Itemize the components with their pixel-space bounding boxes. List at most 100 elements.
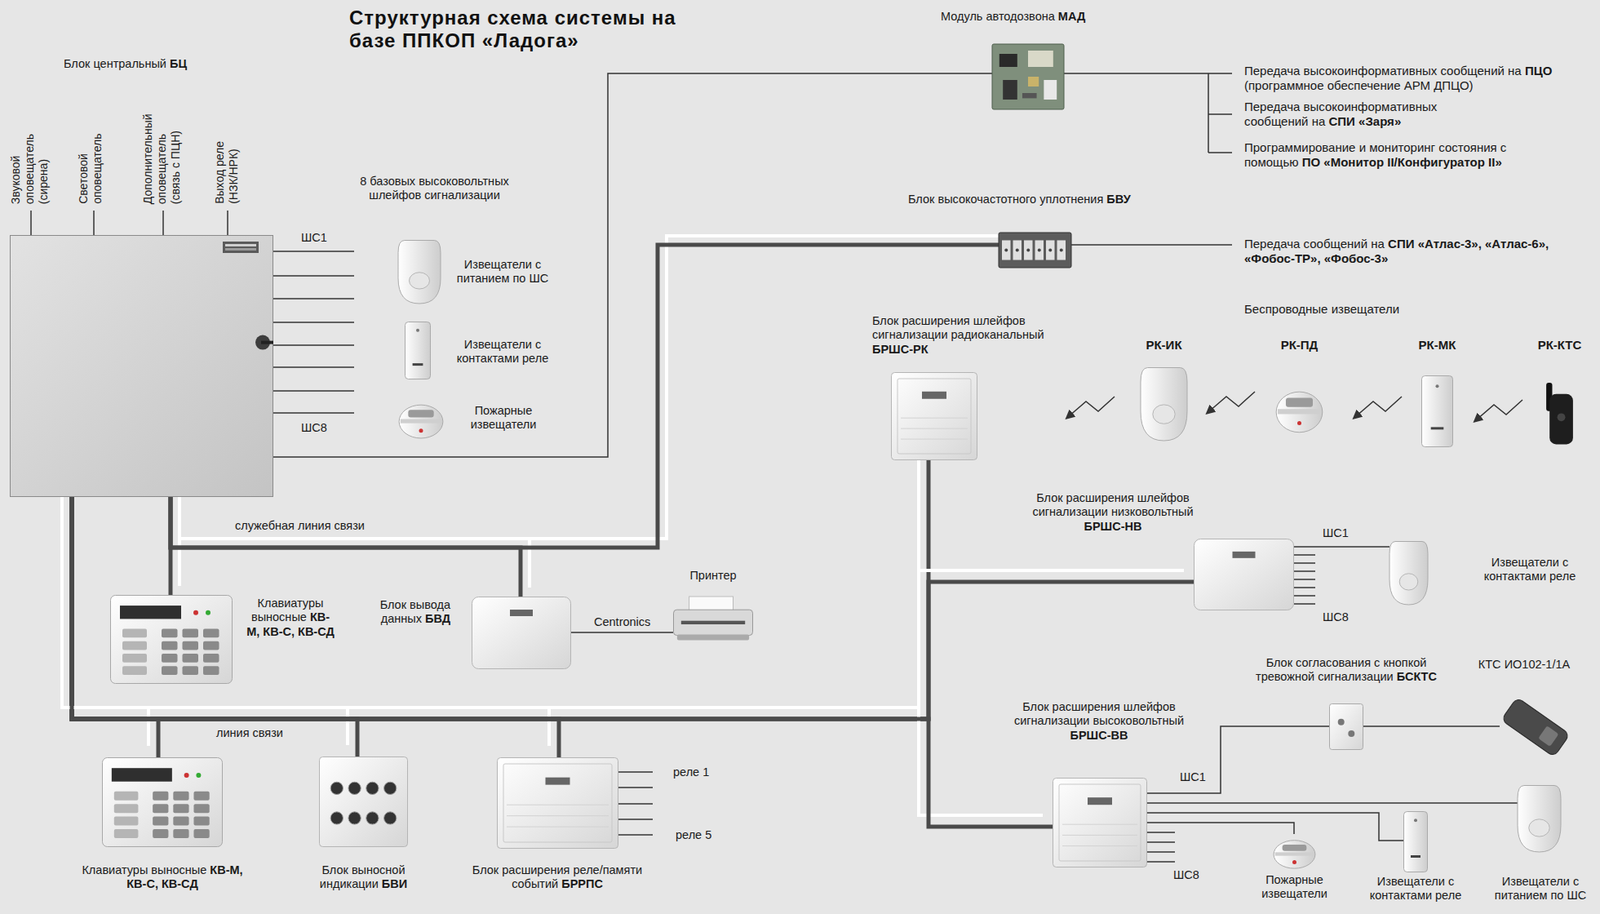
device-label: Блок выносной индикации БВИ (305, 863, 422, 892)
connector (1294, 546, 1390, 548)
output-leader (226, 210, 229, 235)
device-picture (122, 665, 147, 675)
bold-part: КВ-СД (161, 877, 199, 891)
bold-part: БВУ (1106, 192, 1131, 206)
output-label: Выход реле (НЗК/НРК) (212, 130, 241, 204)
device-picture (1297, 421, 1302, 426)
device-picture (195, 772, 201, 778)
device-picture (1015, 248, 1020, 253)
relay-wire (618, 771, 653, 773)
bold-part: ПО (1302, 155, 1321, 169)
device-label: Извещатели с контактами реле (1468, 555, 1592, 585)
device-picture (673, 596, 754, 641)
annotation-label: ШС1 (1322, 526, 1364, 541)
connector (170, 235, 1008, 548)
device-label: Клавиатуры выносные КВ-М, КВ-С, КВ-СД (80, 863, 244, 892)
device-label: Блок согласования с кнопкой тревожной си… (1240, 655, 1453, 685)
bold-part: БВД (425, 611, 451, 625)
loop-wire (1147, 832, 1175, 862)
device-picture (900, 438, 968, 440)
device-block: Извещатели с контактами реле (404, 321, 431, 380)
device-label: КТС ИО102-1/1А (1450, 657, 1598, 672)
loop-wire (1147, 860, 1175, 863)
device-label: Блок высокочастотного уплотнения БВУ (908, 192, 1186, 207)
loop-wire (273, 366, 355, 368)
device-picture (1087, 797, 1113, 805)
device-picture (1052, 777, 1148, 868)
device-picture (1140, 367, 1188, 441)
device-picture (161, 641, 178, 651)
bold-part: БЦ (169, 57, 187, 71)
annotation-label: линия связи (216, 726, 315, 741)
loop-wire (1294, 554, 1316, 556)
device-block: Модуль автодозвона МАД (992, 44, 1064, 110)
bold-part: ПЦО (1524, 63, 1552, 78)
edge-label: Centronics (593, 615, 651, 630)
annotation-label: ШС8 (1173, 868, 1215, 882)
device-picture (1542, 382, 1577, 446)
connector-line (1147, 822, 1295, 834)
connector (571, 632, 674, 634)
device-picture (122, 641, 147, 651)
device-picture (114, 816, 139, 826)
device-picture (319, 757, 408, 847)
device-picture (114, 828, 139, 838)
device-picture (152, 828, 169, 838)
loop-wire (1147, 841, 1175, 843)
bold-part: КВ-С, (262, 624, 295, 639)
device-picture (1431, 426, 1445, 430)
annotation-label: реле 1 (673, 765, 739, 780)
device-picture (161, 628, 178, 638)
device-picture (1035, 239, 1045, 260)
connector (62, 485, 1194, 719)
device-picture (348, 781, 361, 794)
annotation-label: ШС1 (1179, 770, 1221, 785)
device-label: Блок центральный БЦ (63, 57, 227, 71)
annotation-label: 8 базовых высоковольтных шлейфов сигнали… (346, 174, 523, 204)
device-picture (1023, 239, 1033, 260)
device-picture (400, 419, 442, 424)
device-picture (193, 816, 209, 826)
bold-part: СПИ (1329, 114, 1356, 129)
device-block: Блок вывода данных БВД (471, 596, 572, 670)
device-label: Клавиатуры выносные КВ-М, КВ-С, КВ-СД (244, 596, 337, 639)
device-block: Блок выносной индикации БВИ (319, 756, 408, 847)
bold-part: КВ-СД (297, 624, 335, 639)
device-picture (102, 757, 223, 847)
device-picture (506, 826, 609, 828)
loop-wire (1294, 570, 1316, 572)
device-picture (1499, 688, 1572, 766)
bold-part: «Атлас-3», (1418, 236, 1482, 251)
device-picture (319, 756, 408, 847)
loop-wire (273, 321, 355, 324)
output-leader (31, 210, 228, 235)
relay-wire (618, 771, 653, 835)
connector (1363, 726, 1500, 727)
device-picture (114, 791, 139, 801)
device-picture (348, 811, 361, 825)
device-picture (398, 239, 441, 304)
device-picture (398, 240, 441, 305)
device-picture (1501, 696, 1570, 757)
bold-part: СПИ (1387, 236, 1414, 251)
loop-wire (1294, 602, 1316, 605)
output-label: Световой оповещатель (76, 122, 105, 204)
bold-part: БВИ (381, 877, 408, 891)
device-picture (1436, 384, 1440, 388)
device-picture (992, 44, 1064, 110)
device-picture (1529, 819, 1550, 837)
device-picture (921, 391, 947, 399)
connector-line (571, 631, 674, 634)
device-picture (1275, 382, 1324, 434)
line-shadow (179, 235, 1008, 539)
device-picture (398, 397, 444, 439)
relay-wire (618, 833, 653, 836)
device-picture (366, 781, 379, 794)
bold-part: РК-ИК (1145, 337, 1182, 352)
device-picture (193, 803, 209, 813)
connector-line (273, 73, 993, 457)
device-picture (509, 609, 533, 617)
loop-wire (273, 297, 355, 300)
relay-wire (618, 802, 653, 805)
